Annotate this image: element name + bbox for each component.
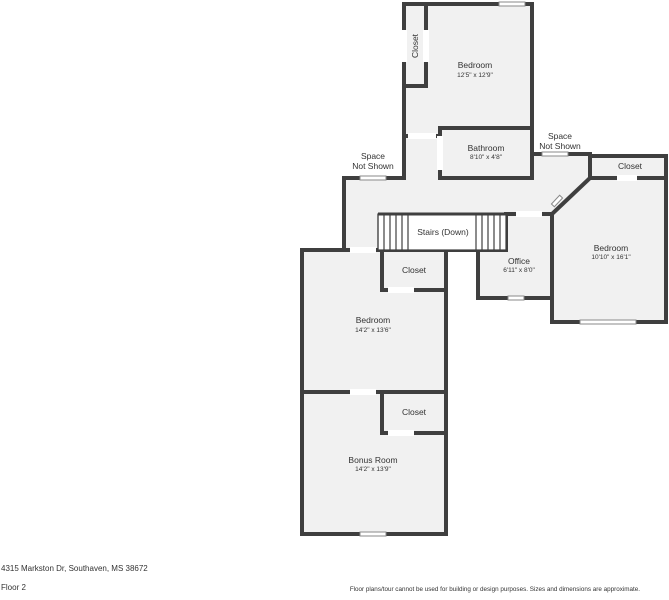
- space-right-line2: Not Shown: [539, 141, 581, 151]
- windows: [359, 1, 637, 537]
- bedroom-mid-name: Bedroom: [356, 315, 391, 325]
- closet-top-label: Closet: [410, 33, 420, 58]
- floor-label: Floor 2: [1, 583, 26, 592]
- bonus-room-name: Bonus Room: [348, 455, 397, 465]
- bathroom-dims: 8'10" x 4'8": [470, 154, 503, 161]
- closet-right-label: Closet: [618, 161, 643, 171]
- bedroom-top-name: Bedroom: [458, 60, 493, 70]
- bedroom-mid-dims: 14'2" x 13'6": [355, 327, 391, 334]
- office-name: Office: [508, 256, 530, 266]
- closet-low-label: Closet: [402, 407, 427, 417]
- space-left-line1: Space: [361, 151, 385, 161]
- bedroom-right-dims: 10'10" x 16'1": [591, 254, 631, 261]
- disclaimer-text: Floor plans/tour cannot be used for buil…: [349, 586, 640, 593]
- room-labels: Closet Bedroom 12'5" x 12'9" Bathroom 8'…: [348, 33, 642, 473]
- space-right-line1: Space: [548, 131, 572, 141]
- space-left-line2: Not Shown: [352, 161, 394, 171]
- door-openings: [350, 30, 637, 436]
- bedroom-right-name: Bedroom: [594, 243, 629, 253]
- closet-mid-label: Closet: [402, 265, 427, 275]
- stairs: [377, 212, 507, 251]
- address-text: 4315 Markston Dr, Southaven, MS 38672: [1, 564, 148, 573]
- bathroom-name: Bathroom: [468, 143, 505, 153]
- office-dims: 6'11" x 8'0": [503, 267, 535, 274]
- bedroom-top-dims: 12'5" x 12'9": [457, 72, 493, 79]
- stairs-label: Stairs (Down): [417, 227, 469, 237]
- bonus-room-dims: 14'2" x 13'9": [355, 466, 391, 473]
